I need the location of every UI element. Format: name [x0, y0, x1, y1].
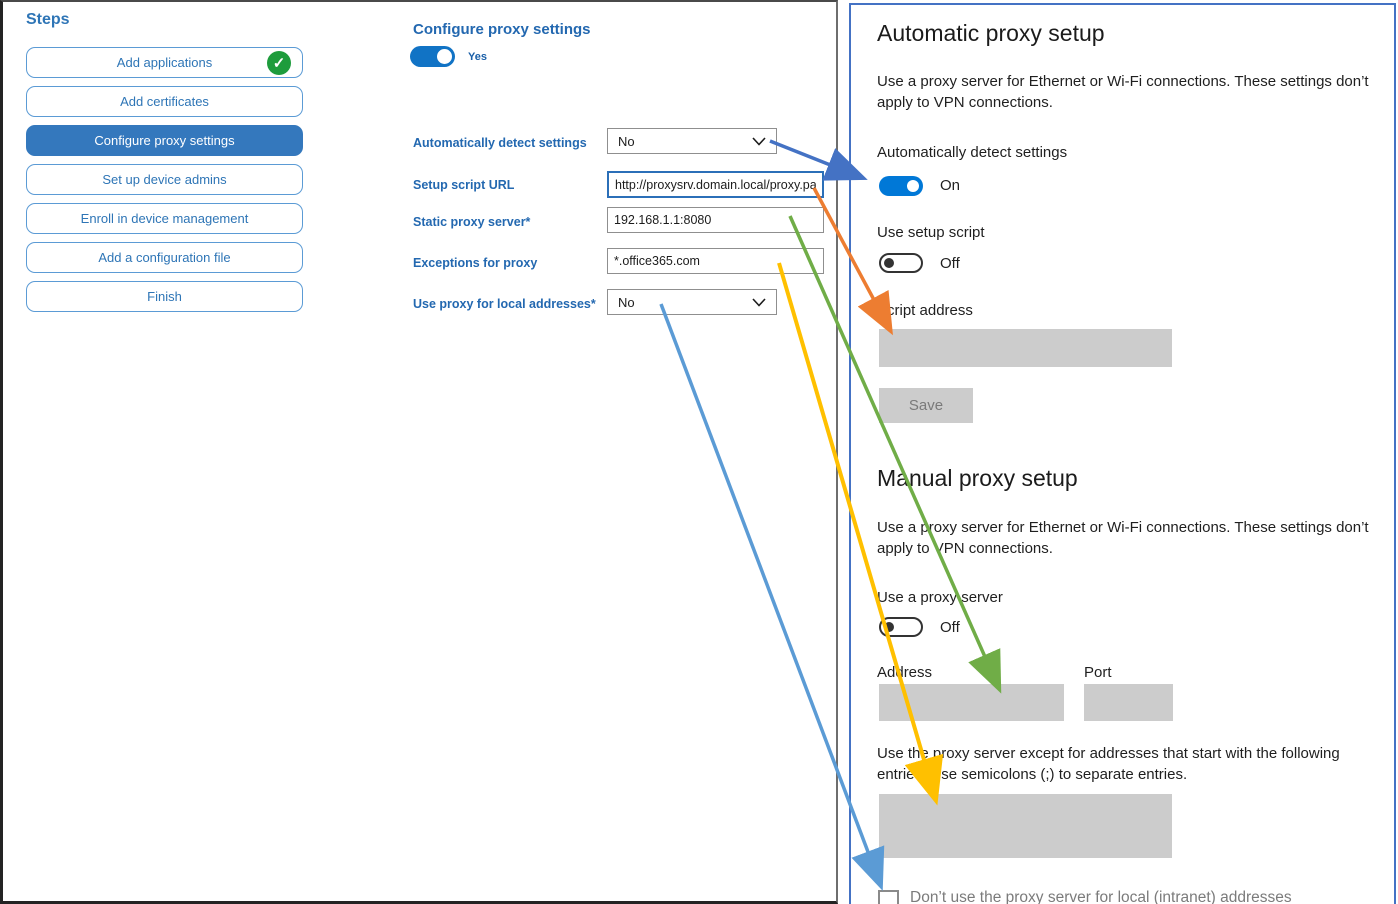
step-label: Configure proxy settings: [94, 133, 235, 148]
sidebar-item-add-certificates[interactable]: Add certificates: [26, 86, 303, 117]
manual-proxy-description: Use a proxy server for Ethernet or Wi-Fi…: [877, 519, 1369, 557]
sidebar-item-add-a-configuration-file[interactable]: Add a configuration file: [26, 242, 303, 273]
save-button[interactable]: Save: [879, 388, 973, 423]
page-title: Configure proxy settings: [413, 21, 591, 38]
chevron-down-icon: [752, 136, 766, 146]
local-addresses-checkbox[interactable]: [878, 890, 899, 904]
local-addresses-checkbox-label: Don’t use the proxy server for local (in…: [910, 889, 1292, 904]
select-value: No: [618, 133, 635, 149]
automatically-detect-settings-select[interactable]: No: [607, 128, 777, 154]
enable-proxy-toggle-label: Yes: [468, 50, 487, 63]
use-setup-script-label: Use setup script: [877, 224, 985, 241]
script-address-label: Script address: [877, 302, 973, 319]
proxy-address-input[interactable]: [879, 684, 1064, 721]
automatic-proxy-setup-heading: Automatic proxy setup: [877, 20, 1105, 46]
windows-proxy-settings-panel: Automatic proxy setup Use a proxy server…: [849, 3, 1396, 904]
manual-proxy-setup-heading: Manual proxy setup: [877, 465, 1078, 491]
sidebar-item-add-applications[interactable]: Add applications ✓: [26, 47, 303, 78]
field-label-static-proxy-server: Static proxy server*: [413, 215, 531, 229]
use-setup-script-toggle[interactable]: [879, 253, 923, 273]
step-label: Add certificates: [120, 94, 209, 109]
address-label: Address: [877, 664, 933, 681]
toggle-knob: [884, 622, 894, 632]
use-a-proxy-server-toggle[interactable]: [879, 617, 923, 637]
checkmark-icon: ✓: [267, 51, 291, 75]
toggle-knob: [437, 49, 452, 64]
wizard-pane: Steps Add applications ✓ Add certificate…: [0, 0, 838, 904]
sidebar-item-configure-proxy-settings[interactable]: Configure proxy settings: [26, 125, 303, 156]
automatic-proxy-description: Use a proxy server for Ethernet or Wi-Fi…: [877, 73, 1369, 111]
step-label: Add a configuration file: [98, 250, 231, 265]
detect-settings-state: On: [940, 177, 961, 194]
use-setup-script-state: Off: [940, 255, 960, 272]
steps-title: Steps: [26, 11, 70, 28]
enable-proxy-toggle[interactable]: [410, 46, 455, 67]
use-a-proxy-server-label: Use a proxy server: [877, 589, 1003, 606]
sidebar-item-enroll-in-device-management[interactable]: Enroll in device management: [26, 203, 303, 234]
proxy-exceptions-textarea[interactable]: [879, 794, 1172, 858]
sidebar-item-set-up-device-admins[interactable]: Set up device admins: [26, 164, 303, 195]
step-label: Finish: [147, 289, 182, 304]
use-proxy-for-local-addresses-select[interactable]: No: [607, 289, 777, 315]
script-address-input[interactable]: [879, 329, 1172, 367]
exceptions-description: Use the proxy server except for addresse…: [877, 745, 1340, 783]
setup-script-url-input[interactable]: [607, 171, 824, 198]
chevron-down-icon: [752, 297, 766, 307]
use-a-proxy-server-state: Off: [940, 619, 960, 636]
toggle-knob: [907, 180, 919, 192]
port-label: Port: [1084, 664, 1112, 681]
field-label-setup-script-url: Setup script URL: [413, 178, 515, 192]
proxy-port-input[interactable]: [1084, 684, 1173, 721]
toggle-knob: [884, 258, 894, 268]
exceptions-for-proxy-input[interactable]: [607, 248, 824, 274]
detect-settings-label: Automatically detect settings: [877, 144, 1068, 161]
field-label-exceptions-for-proxy: Exceptions for proxy: [413, 256, 538, 270]
field-label-automatically-detect-settings: Automatically detect settings: [413, 136, 587, 150]
detect-settings-toggle[interactable]: [879, 176, 923, 196]
step-label: Add applications: [116, 55, 213, 70]
field-label-use-proxy-for-local-addresses: Use proxy for local addresses*: [413, 297, 596, 311]
step-label: Enroll in device management: [80, 211, 249, 226]
step-label: Set up device admins: [102, 172, 227, 187]
select-value: No: [618, 294, 635, 310]
sidebar-item-finish[interactable]: Finish: [26, 281, 303, 312]
enable-proxy-toggle-row: Yes: [410, 46, 487, 67]
static-proxy-server-input[interactable]: [607, 207, 824, 233]
